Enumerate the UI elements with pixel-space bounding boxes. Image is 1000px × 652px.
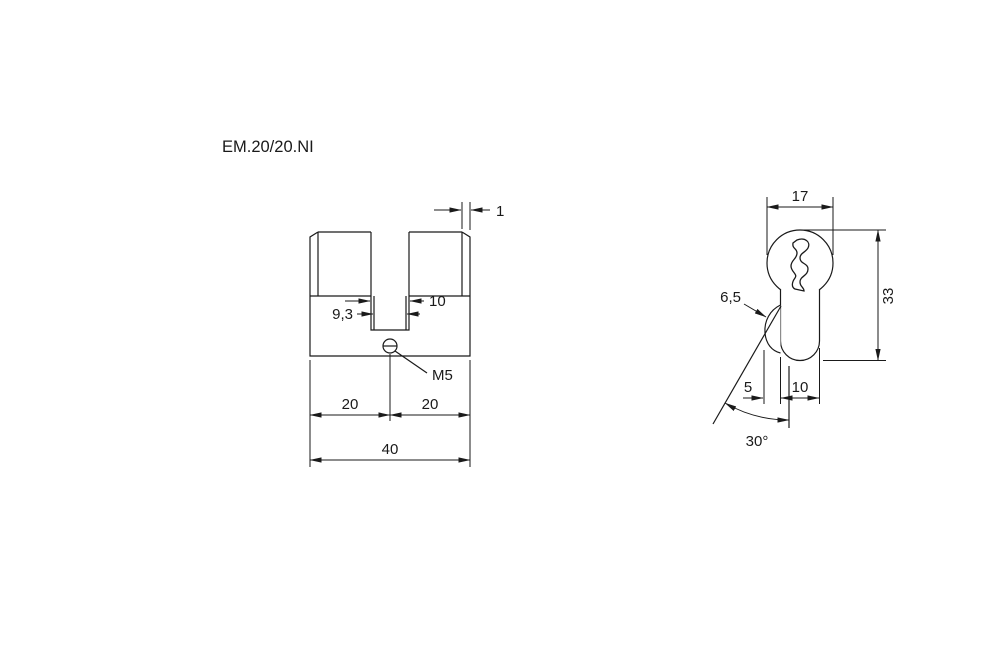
dim-65-label: 6,5 — [720, 289, 741, 306]
extension-lines-front — [763, 197, 886, 404]
dim-1-label: 1 — [496, 203, 504, 220]
m5-label: M5 — [432, 367, 453, 384]
key-angle-line — [712, 305, 782, 425]
front-view-dimensions — [724, 197, 886, 423]
dim-40-label: 40 — [382, 441, 399, 458]
side-view-dimensions — [309, 202, 490, 467]
cylinder-body-outline — [309, 231, 471, 357]
angle-arc-30 — [724, 402, 790, 423]
dim-20-left-label: 20 — [342, 396, 359, 413]
dim-93-label: 9,3 — [332, 306, 353, 323]
keyway-profile — [790, 238, 810, 292]
dim-20-right-label: 20 — [422, 396, 439, 413]
m5-leader-line — [394, 350, 428, 374]
dim-65-leader — [743, 303, 767, 318]
extension-lines-side — [309, 202, 471, 467]
dim-10cam-label: 10 — [429, 293, 446, 310]
front-view — [712, 229, 834, 428]
dim-5-label: 5 — [744, 379, 752, 396]
cylinder-stem-outline — [779, 289, 821, 362]
drawing-title: EM.20/20.NI — [222, 138, 314, 156]
cylinder-face-circle — [766, 229, 834, 297]
side-view — [309, 231, 471, 374]
dim-10-label: 10 — [792, 379, 809, 396]
cam-outline — [370, 232, 410, 331]
dim-33-label: 33 — [880, 288, 897, 305]
angle-30-label: 30° — [746, 433, 769, 450]
dim-17-label: 17 — [792, 188, 809, 205]
